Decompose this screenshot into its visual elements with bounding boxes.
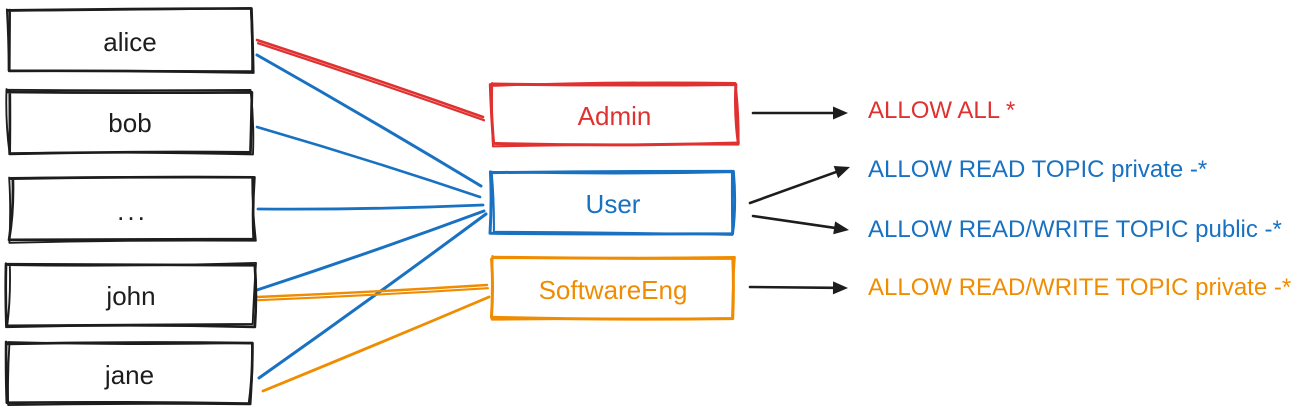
user-node-label: ...: [117, 195, 148, 226]
user-node-label: bob: [108, 108, 152, 138]
role-node-softwareeng: SoftwareEng: [493, 258, 733, 319]
user-node-john: john: [8, 264, 254, 326]
role-node-admin: Admin: [492, 84, 737, 145]
acl-rule-allow-readwrite-public: ALLOW READ/WRITE TOPIC public -*: [868, 216, 1282, 243]
user-node-label: jane: [104, 360, 155, 390]
user-node-bob: bob: [8, 91, 252, 153]
user-node-alice: alice: [8, 9, 252, 72]
user-node-label: alice: [103, 26, 157, 57]
role-node-user: User: [492, 173, 734, 233]
user-node-jane: jane: [8, 344, 251, 404]
acl-rule-allow-all: ALLOW ALL *: [868, 97, 1016, 124]
role-node-label: Admin: [577, 100, 652, 131]
user-node-label: john: [106, 281, 156, 311]
role-node-label: User: [585, 189, 641, 219]
role-node-label: SoftwareEng: [538, 274, 688, 305]
acl-rule-allow-read-private: ALLOW READ TOPIC private -*: [868, 156, 1208, 183]
acl-rule-allow-readwrite-private: ALLOW READ/WRITE TOPIC private -*: [868, 274, 1292, 301]
user-node-ellipsis: ...: [11, 178, 254, 241]
